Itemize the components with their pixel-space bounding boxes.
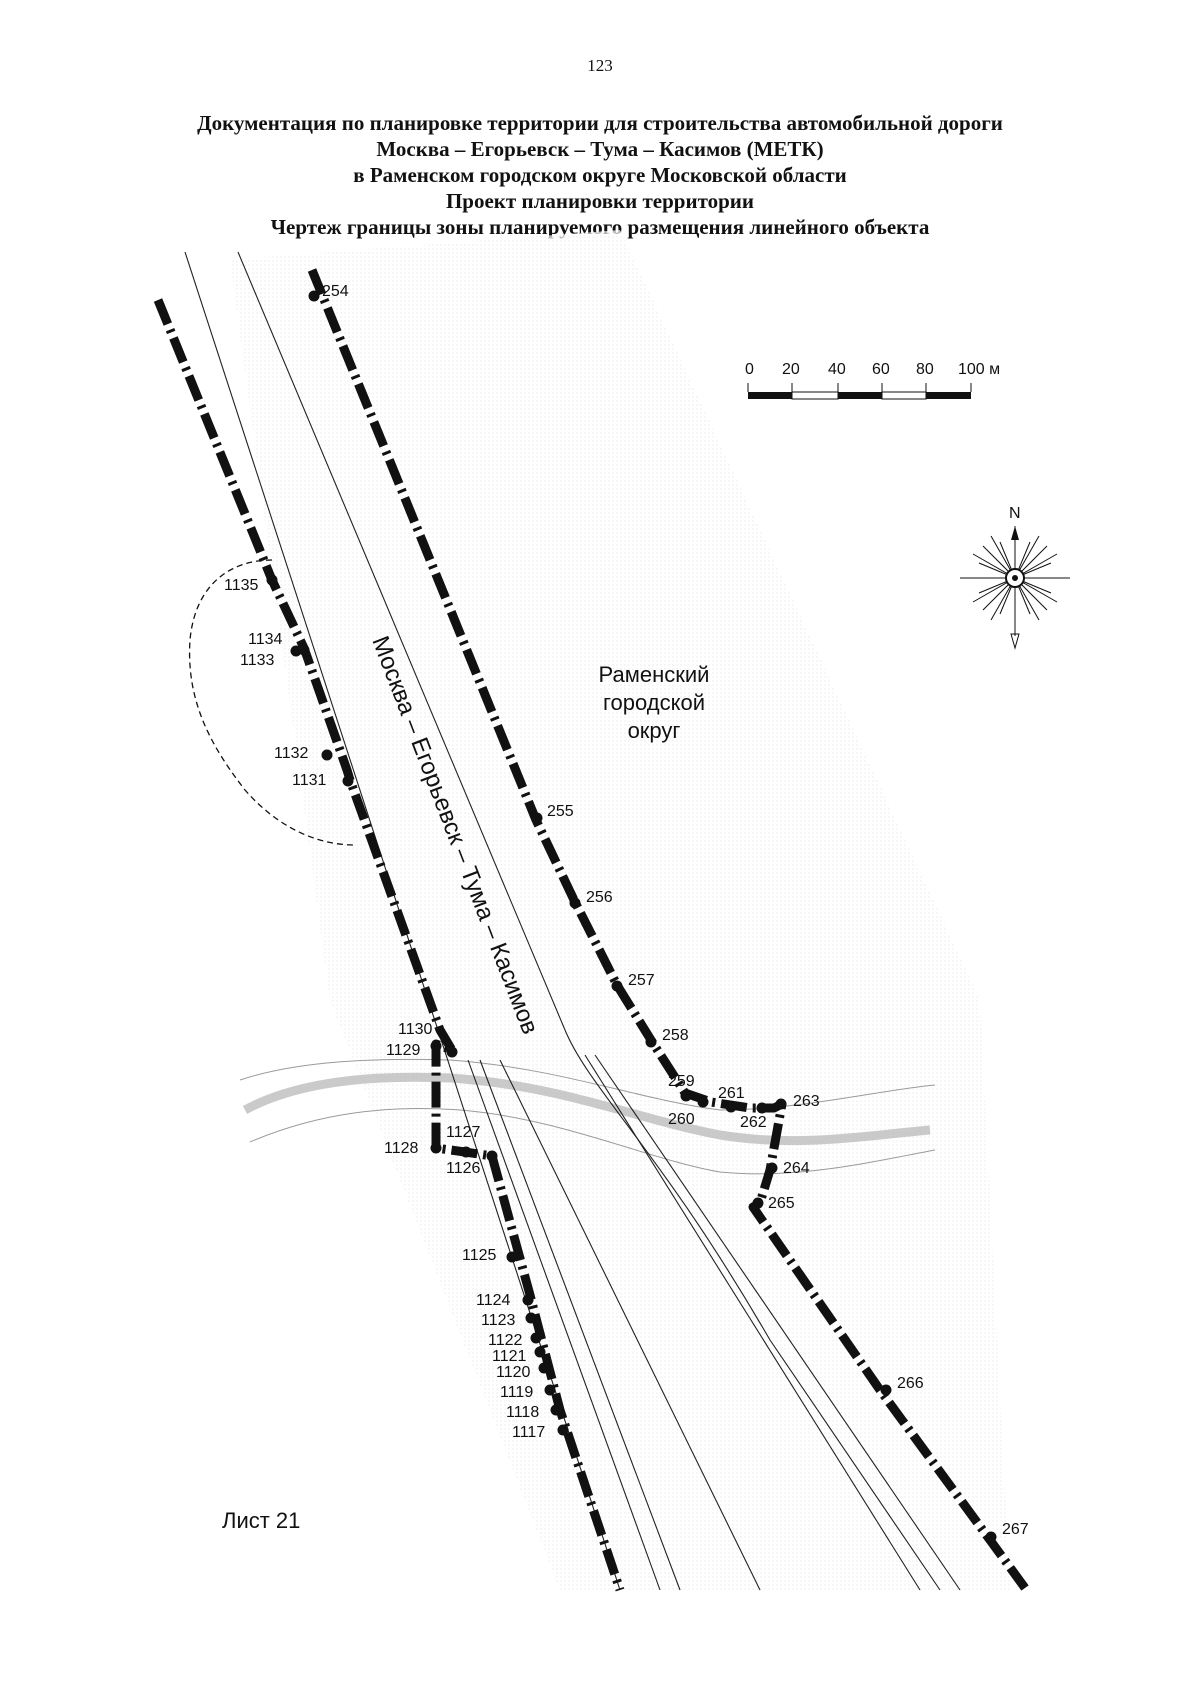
boundary-point-1121 <box>534 1346 546 1358</box>
title-line-3: в Раменском городском округе Московской … <box>353 163 847 187</box>
boundary-point-1119 <box>544 1384 556 1396</box>
scale-tick-60: 60 <box>872 361 890 378</box>
boundary-point-1133 <box>290 645 302 657</box>
stream-band <box>239 1058 936 1175</box>
document-title: Документация по планировке территории дл… <box>0 110 1200 240</box>
point-label-1130: 1130 <box>398 1021 433 1038</box>
scale-tick-40: 40 <box>828 361 846 378</box>
boundary-point-259 <box>680 1090 692 1102</box>
point-label-259: 259 <box>668 1073 695 1090</box>
left-boundary-points: 1135 1134 1133 1132 1131 1130 1129 1128 … <box>224 574 569 1441</box>
point-label-255: 255 <box>547 803 574 820</box>
point-label-1120: 1120 <box>496 1364 531 1381</box>
point-label-1128: 1128 <box>384 1140 419 1157</box>
boundary-point-256 <box>569 897 581 909</box>
scale-tick-80: 80 <box>916 361 934 378</box>
point-label-1134: 1134 <box>248 631 283 648</box>
point-label-260: 260 <box>668 1111 695 1128</box>
point-label-1129: 1129 <box>386 1042 421 1059</box>
boundary-point-1123 <box>525 1312 537 1324</box>
point-label-257: 257 <box>628 972 655 989</box>
boundary-point-1125 <box>506 1251 518 1263</box>
title-line-2: Москва – Егорьевск – Тума – Касимов (МЕТ… <box>376 137 824 161</box>
scale-tick-0: 0 <box>745 361 754 378</box>
point-label-1117: 1117 <box>512 1424 545 1441</box>
boundary-point-260 <box>697 1096 709 1108</box>
page-number: 123 <box>587 56 613 75</box>
scale-bar: 0 20 40 60 80 100 м <box>745 361 1000 400</box>
boundary-point-1117 <box>557 1424 569 1436</box>
district-label-line-1: Раменский <box>599 662 710 687</box>
title-line-4: Проект планировки территории <box>445 189 755 213</box>
boundary-point-1120 <box>538 1362 550 1374</box>
compass-rose-icon: N <box>960 505 1070 650</box>
point-label-264: 264 <box>783 1160 810 1177</box>
title-line-1: Документация по планировке территории дл… <box>197 111 1003 135</box>
point-label-1127: 1127 <box>446 1124 481 1141</box>
point-label-267: 267 <box>1002 1521 1029 1538</box>
boundary-point-257 <box>611 980 623 992</box>
terrain-shading <box>230 230 1010 1590</box>
point-label-1122: 1122 <box>488 1332 523 1349</box>
point-label-261: 261 <box>718 1085 745 1102</box>
point-label-266: 266 <box>897 1375 924 1392</box>
boundary-point-261 <box>725 1101 737 1113</box>
boundary-point-1129 <box>430 1040 442 1052</box>
boundary-point-262 <box>756 1102 768 1114</box>
boundary-point-1124 <box>522 1294 534 1306</box>
point-label-1126: 1126 <box>446 1160 481 1177</box>
point-label-1124: 1124 <box>476 1292 511 1309</box>
sheet-label: Лист 21 <box>222 1508 300 1533</box>
boundary-point-1126 <box>486 1150 498 1162</box>
point-label-1131: 1131 <box>292 772 327 789</box>
boundary-point-1135 <box>266 574 278 586</box>
point-label-254: 254 <box>322 283 349 300</box>
point-label-1119: 1119 <box>500 1384 533 1401</box>
boundary-point-254 <box>308 290 320 302</box>
boundary-point-1128 <box>430 1142 442 1154</box>
point-label-1132: 1132 <box>274 745 309 762</box>
point-label-256: 256 <box>586 889 613 906</box>
boundary-point-264 <box>766 1162 778 1174</box>
boundary-point-1122 <box>530 1332 542 1344</box>
boundary-point-1131 <box>342 775 354 787</box>
point-label-1123: 1123 <box>481 1312 516 1329</box>
point-label-1133: 1133 <box>240 652 275 669</box>
boundary-point-1134 <box>298 644 310 656</box>
point-label-265: 265 <box>768 1195 795 1212</box>
point-label-1135: 1135 <box>224 577 259 594</box>
point-label-1118: 1118 <box>506 1404 539 1421</box>
boundary-point-263 <box>775 1098 787 1110</box>
dashed-enclosure <box>188 559 356 846</box>
scale-tick-100: 100 м <box>958 361 1000 378</box>
compass-north-label: N <box>1009 505 1021 522</box>
boundary-point-1132 <box>321 749 333 761</box>
boundary-point-1118 <box>550 1404 562 1416</box>
boundary-point-267 <box>985 1531 997 1543</box>
district-label-line-2: городской <box>603 690 705 715</box>
district-label-line-3: округ <box>628 718 681 743</box>
point-label-1121: 1121 <box>492 1348 527 1365</box>
boundary-point-1127 <box>460 1146 472 1158</box>
boundary-point-266 <box>880 1384 892 1396</box>
boundary-point-255 <box>531 812 543 824</box>
point-label-263: 263 <box>793 1093 820 1110</box>
boundary-point-1130 <box>446 1046 458 1058</box>
point-label-1125: 1125 <box>462 1247 497 1264</box>
boundary-point-258 <box>645 1036 657 1048</box>
point-label-262: 262 <box>740 1114 767 1131</box>
district-label: Раменский городской округ <box>599 662 710 743</box>
boundary-point-265 <box>752 1197 764 1209</box>
scale-tick-20: 20 <box>782 361 800 378</box>
right-boundary-points: 254 255 256 257 258 259 260 261 262 263 … <box>308 283 1029 1543</box>
point-label-258: 258 <box>662 1027 689 1044</box>
